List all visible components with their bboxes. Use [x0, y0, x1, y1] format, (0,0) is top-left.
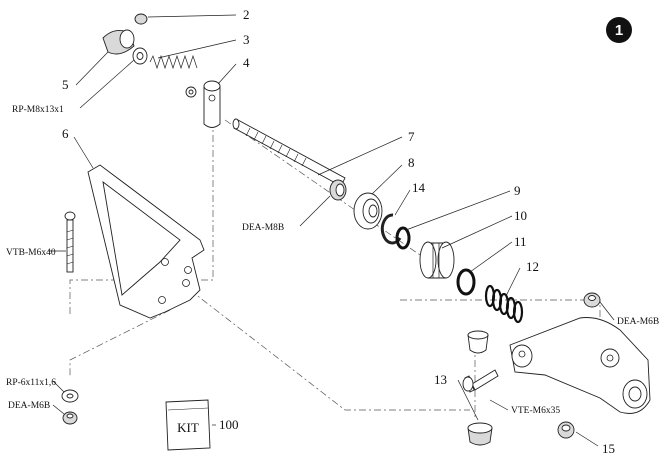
callout-6: 6 — [62, 126, 69, 141]
callout-3: 3 — [243, 32, 250, 47]
washer-rp-m8 — [132, 47, 148, 65]
callout-13: 13 — [434, 372, 447, 387]
foot-pad-upper — [467, 330, 489, 354]
sheet-number-badge: 1 — [606, 17, 632, 43]
callout-9: 9 — [514, 183, 521, 198]
nut-dea-m6b-left — [62, 411, 78, 425]
part-6-bracket — [87, 164, 205, 319]
part-9-o-ring — [395, 226, 411, 250]
part-4-sleeve — [185, 80, 221, 128]
part-2-cap — [134, 13, 148, 25]
callout-5: 5 — [62, 77, 69, 92]
callout-100: 100 — [219, 417, 239, 432]
nut-dea-m6b-right — [583, 292, 601, 308]
code-dea-m8b: DEA-M8B — [242, 223, 284, 233]
callout-11: 11 — [514, 234, 527, 249]
part-8-bushing — [353, 192, 383, 230]
part-15-cap — [557, 421, 575, 439]
callout-4: 4 — [243, 55, 250, 70]
callout-15: 15 — [602, 441, 615, 456]
part-13-foot-pad — [467, 422, 493, 446]
code-rp-6x11x1-6: RP-6x11x1,6 — [6, 378, 56, 388]
lever-body — [509, 317, 651, 414]
callout-8: 8 — [408, 155, 415, 170]
callout-2: 2 — [243, 7, 250, 22]
code-vtb-m6x40: VTB-M6x40 — [6, 248, 56, 258]
part-11-ring — [456, 268, 476, 296]
code-rp-m8x13x1: RP-M8x13x1 — [12, 105, 64, 115]
callout-12: 12 — [526, 259, 539, 274]
kit-label: KIT — [177, 420, 199, 435]
code-dea-m6b-left: DEA-M6B — [8, 401, 50, 411]
washer-rp-6x11 — [61, 389, 79, 403]
screw-vte-m6x35 — [462, 369, 499, 393]
part-14-snap-ring — [380, 213, 402, 245]
nut-dea-m8b — [329, 179, 347, 201]
leader-lines — [48, 14, 615, 447]
callout-7: 7 — [408, 129, 415, 144]
screw-vtb-m6x40 — [64, 211, 76, 273]
part-12-spring — [484, 284, 524, 324]
part-3-spring — [149, 54, 198, 70]
part-5-knob — [102, 29, 135, 55]
callout-10: 10 — [514, 208, 527, 223]
sheet-number: 1 — [615, 22, 623, 39]
part-10-piston — [419, 241, 455, 279]
code-dea-m6b-right: DEA-M6B — [617, 317, 659, 327]
part-7-threaded-rod — [232, 118, 346, 187]
code-vte-m6x35: VTE-M6x35 — [511, 406, 560, 416]
callout-14: 14 — [412, 180, 426, 195]
kit-bag: KIT — [165, 399, 211, 451]
